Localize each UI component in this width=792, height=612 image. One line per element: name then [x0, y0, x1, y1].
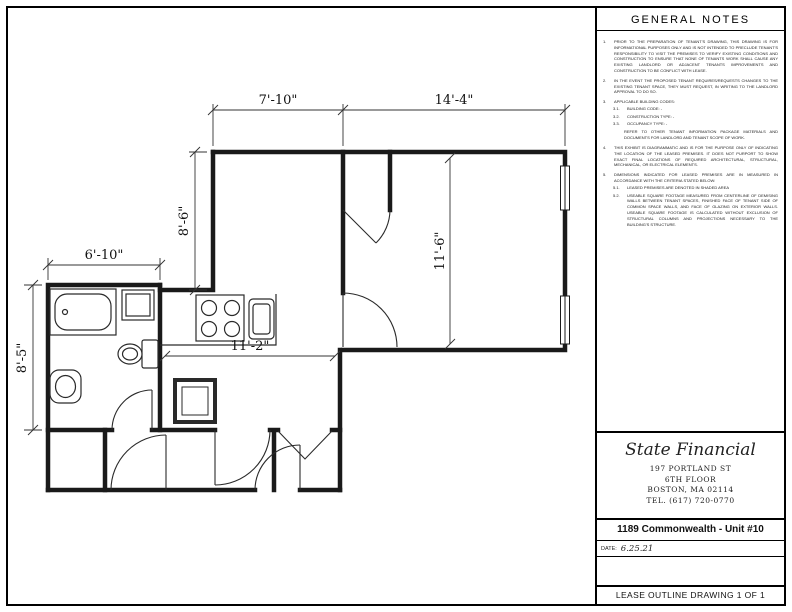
dim-kitchen-width: 7'-10" — [259, 93, 298, 108]
note-item: 3.APPLICABLE BUILDING CODES: — [603, 99, 675, 105]
revision-row — [597, 556, 784, 585]
dim-bedroom-width: 14'-4" — [435, 93, 474, 108]
general-notes-body: 1.PRIOR TO THE PREPARATION OF TENANT'S D… — [603, 31, 778, 227]
dimension-lines — [24, 104, 571, 436]
walls — [45, 149, 568, 493]
toilet — [117, 339, 159, 369]
stove — [195, 294, 245, 342]
note-subitem: 5.1.LEASED PREMISES ARE DENOTED IN SHADE… — [613, 185, 730, 191]
general-notes-section: GENERAL NOTES 1.PRIOR TO THE PREPARATION… — [597, 8, 784, 431]
door-arc — [111, 389, 153, 431]
linen-cabinet — [121, 289, 155, 321]
dim-bedroom-depth: 11'-6" — [433, 232, 448, 271]
dim-kitchen-depth: 8'-6" — [177, 206, 192, 237]
door-arc — [110, 434, 167, 491]
floor-plan-area: 7'-10" 14'-4" 8'-6" 6'-10" 8'-5" 11'-6" … — [8, 8, 595, 604]
window-symbols — [560, 165, 570, 345]
kitchen-sink — [248, 298, 275, 340]
sheet-title: LEASE OUTLINE DRAWING 1 OF 1 — [597, 585, 784, 604]
company-address: 197 PORTLAND ST 6TH FLOOR BOSTON, MA 021… — [597, 464, 784, 506]
door-swings — [110, 209, 398, 491]
dim-bath-depth: 8'-5" — [15, 343, 30, 374]
door-arc — [375, 209, 391, 244]
company-block: State Financial 197 PORTLAND ST 6TH FLOO… — [597, 431, 784, 518]
note-subitem: 3.3.OCCUPANCY TYPE: - — [613, 121, 668, 127]
drawing-sheet: 7'-10" 14'-4" 8'-6" 6'-10" 8'-5" 11'-6" … — [6, 6, 786, 606]
general-notes-title: GENERAL NOTES — [597, 12, 784, 31]
address-line: BOSTON, MA 02114 — [647, 485, 734, 494]
door-arc — [342, 292, 398, 348]
note-subitem: 3.1.BUILDING CODE: - — [613, 106, 663, 112]
bifold-door — [277, 430, 333, 460]
note-continuation: REFER TO OTHER TENANT INFORMATION PACKAG… — [624, 129, 778, 141]
note-subitem: 3.2.CONSTRUCTION TYPE: - — [613, 113, 675, 119]
date-row: DATE: 6.25.21 — [597, 540, 784, 556]
fixtures — [49, 288, 277, 424]
bathroom-sink — [49, 369, 82, 404]
dim-bath-width: 6'-10" — [85, 248, 124, 263]
project-title: 1189 Commonwealth - Unit #10 — [597, 518, 784, 540]
refrigerator — [173, 378, 217, 424]
floor-plan-svg: 7'-10" 14'-4" 8'-6" 6'-10" 8'-5" 11'-6" … — [15, 93, 571, 493]
note-item: 1.PRIOR TO THE PREPARATION OF TENANT'S D… — [603, 39, 778, 73]
address-line: TEL. (617) 720-0770 — [646, 495, 735, 505]
address-line: 6TH FLOOR — [664, 474, 717, 484]
note-subitem: 5.2.USEABLE SQUARE FOOTAGE MEASURED FROM… — [613, 192, 778, 227]
address-line: 197 PORTLAND ST — [649, 464, 732, 473]
door-leaf — [342, 209, 377, 244]
dimension-labels: 7'-10" 14'-4" 8'-6" 6'-10" 8'-5" 11'-6" … — [15, 93, 473, 373]
door-arc — [254, 444, 301, 491]
note-item: 2.IN THE EVENT THE PROPOSED TENANT REQUI… — [603, 77, 778, 95]
kitchen-counter — [160, 294, 277, 346]
dim-living-width: 11'-2" — [231, 339, 270, 354]
note-item: 4.THIS EXHIBIT IS DIAGRAMMATIC AND IS FO… — [603, 144, 778, 168]
door-arc — [214, 429, 271, 486]
note-item: 5.DIMENSIONS INDICATED FOR LEASED PREMIS… — [603, 172, 778, 183]
date-value: 6.25.21 — [620, 543, 654, 554]
title-block: GENERAL NOTES 1.PRIOR TO THE PREPARATION… — [595, 8, 784, 604]
company-name: State Financial — [625, 440, 756, 460]
bathtub — [49, 288, 117, 336]
date-label: DATE: — [601, 545, 617, 552]
